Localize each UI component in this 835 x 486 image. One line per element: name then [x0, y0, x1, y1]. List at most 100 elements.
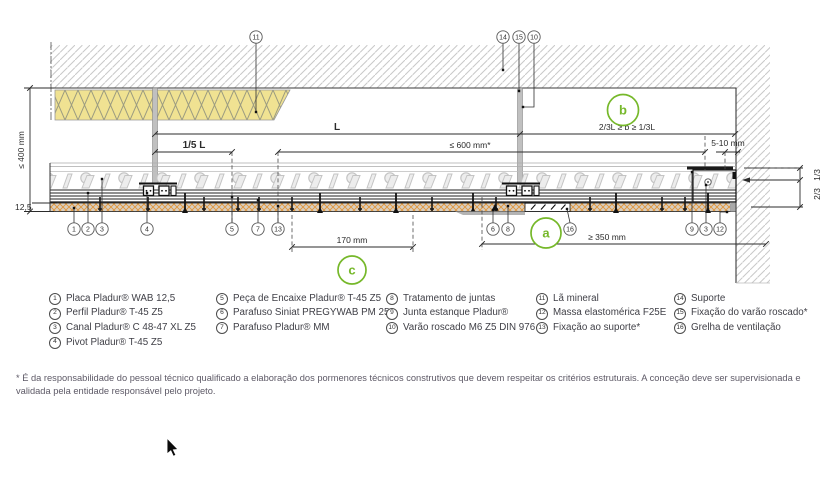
- svg-text:13: 13: [274, 226, 282, 233]
- callout-leaders: [73, 43, 727, 223]
- anchor-screw: [182, 193, 188, 213]
- zone-label-b: b: [606, 93, 640, 127]
- callout-16: 16: [563, 222, 577, 236]
- svg-text:5: 5: [230, 226, 234, 233]
- callout-3: 3: [95, 222, 109, 236]
- dim-wall-gap: 5-10 mm: [711, 138, 745, 148]
- legend-item: 7 Parafuso Pladur® MM: [216, 321, 389, 335]
- svg-text:9: 9: [690, 226, 694, 233]
- dim-grille: 170 mm: [337, 235, 368, 245]
- svg-text:c: c: [348, 263, 355, 278]
- dim-span: L: [334, 122, 340, 133]
- perimeter-channel: [687, 166, 737, 212]
- svg-text:3: 3: [704, 226, 708, 233]
- legend-item-number: 10: [386, 322, 398, 335]
- dim-max-spacing: ≤ 600 mm*: [449, 140, 491, 150]
- zone-label-a: a: [530, 217, 562, 249]
- callout-8: 8: [501, 222, 515, 236]
- elastomeric-sealant: [730, 203, 736, 212]
- mouse-cursor: [166, 436, 180, 457]
- callout-15: 15: [512, 30, 526, 44]
- screw: [202, 197, 206, 211]
- svg-text:16: 16: [566, 226, 574, 233]
- screw: [236, 197, 240, 211]
- svg-text:1: 1: [72, 226, 76, 233]
- legend-item-number: 12: [536, 307, 548, 320]
- legend-item-label: Parafuso Pladur® MM: [233, 321, 330, 333]
- pivot-bracket-right: [502, 182, 540, 197]
- legend-item-label: Perfil Pladur® T-45 Z5: [66, 307, 163, 319]
- sealing-joint: [687, 166, 733, 170]
- callout-1: 1: [67, 222, 81, 236]
- dim-plenum-bottom: 2/3: [812, 188, 822, 200]
- dim-plenum-top: 1/3: [812, 169, 822, 181]
- legend-item-label: Grelha de ventilação: [691, 321, 781, 333]
- plasterboard: [50, 203, 730, 212]
- legend-item-number: 11: [536, 293, 548, 305]
- screw: [660, 197, 664, 211]
- legend-item-number: 9: [386, 307, 398, 320]
- anchor-screw: [317, 193, 323, 213]
- anchor-screw: [393, 193, 399, 213]
- svg-text:3: 3: [100, 226, 104, 233]
- support-plate: [455, 211, 525, 215]
- callout-12: 12: [713, 222, 727, 236]
- legend-item-number: 14: [674, 293, 686, 305]
- callout-4: 4: [140, 222, 154, 236]
- legend-item-label: Placa Pladur® WAB 12,5: [66, 292, 176, 304]
- callout-3b: 3: [699, 222, 713, 236]
- legend-item-number: 13: [536, 322, 548, 335]
- screw: [588, 197, 592, 211]
- callout-10: 10: [527, 30, 541, 44]
- callout-6: 6: [486, 222, 500, 236]
- anchor-screw: [613, 193, 619, 213]
- callout-2: 2: [81, 222, 95, 236]
- svg-text:11: 11: [252, 34, 259, 41]
- svg-text:2: 2: [86, 226, 90, 233]
- svg-text:14: 14: [499, 34, 507, 41]
- dimensions: L 2/3L ≥ b ≥ 1/3L 1/5 L ≤ 600 mm* 5-10 m…: [15, 84, 822, 252]
- legend-item-number: 16: [674, 322, 686, 335]
- zone-label-c: c: [337, 255, 367, 285]
- callout-13: 13: [271, 222, 285, 236]
- legend-item-label: Suporte: [691, 292, 726, 304]
- svg-text:15: 15: [515, 34, 523, 41]
- dim-min-distance: ≥ 350 mm: [588, 232, 626, 242]
- footnote: * É da responsabilidade do pessoal técni…: [16, 373, 801, 397]
- svg-text:12: 12: [716, 226, 724, 233]
- leader-dots: [72, 68, 729, 214]
- legend-item-number: 6: [216, 307, 228, 320]
- callout-9: 9: [685, 222, 699, 236]
- dim-fifth-span: 1/5 L: [183, 140, 206, 151]
- legend-item-number: 1: [49, 293, 61, 305]
- channel-profile: [50, 189, 736, 200]
- legend-item-number: 5: [216, 293, 228, 305]
- callout-7: 7: [251, 222, 265, 236]
- legend-item-label: Fixação do varão roscado*: [691, 307, 808, 319]
- dim-board-thickness: 12,5: [15, 202, 32, 212]
- anchor-screw: [705, 193, 711, 213]
- pivot-bracket-left: [139, 182, 177, 197]
- dim-max-height: ≤ 400 mm: [16, 131, 26, 169]
- slab-wall-edge: [50, 87, 737, 283]
- legend-item: 16 Grelha de ventilação: [674, 321, 808, 335]
- legend-item-number: 7: [216, 322, 228, 335]
- screw: [683, 197, 687, 211]
- legend-item-number: 3: [49, 322, 61, 335]
- legend-item: 1 Placa Pladur® WAB 12,5: [49, 293, 196, 305]
- screw: [290, 197, 294, 211]
